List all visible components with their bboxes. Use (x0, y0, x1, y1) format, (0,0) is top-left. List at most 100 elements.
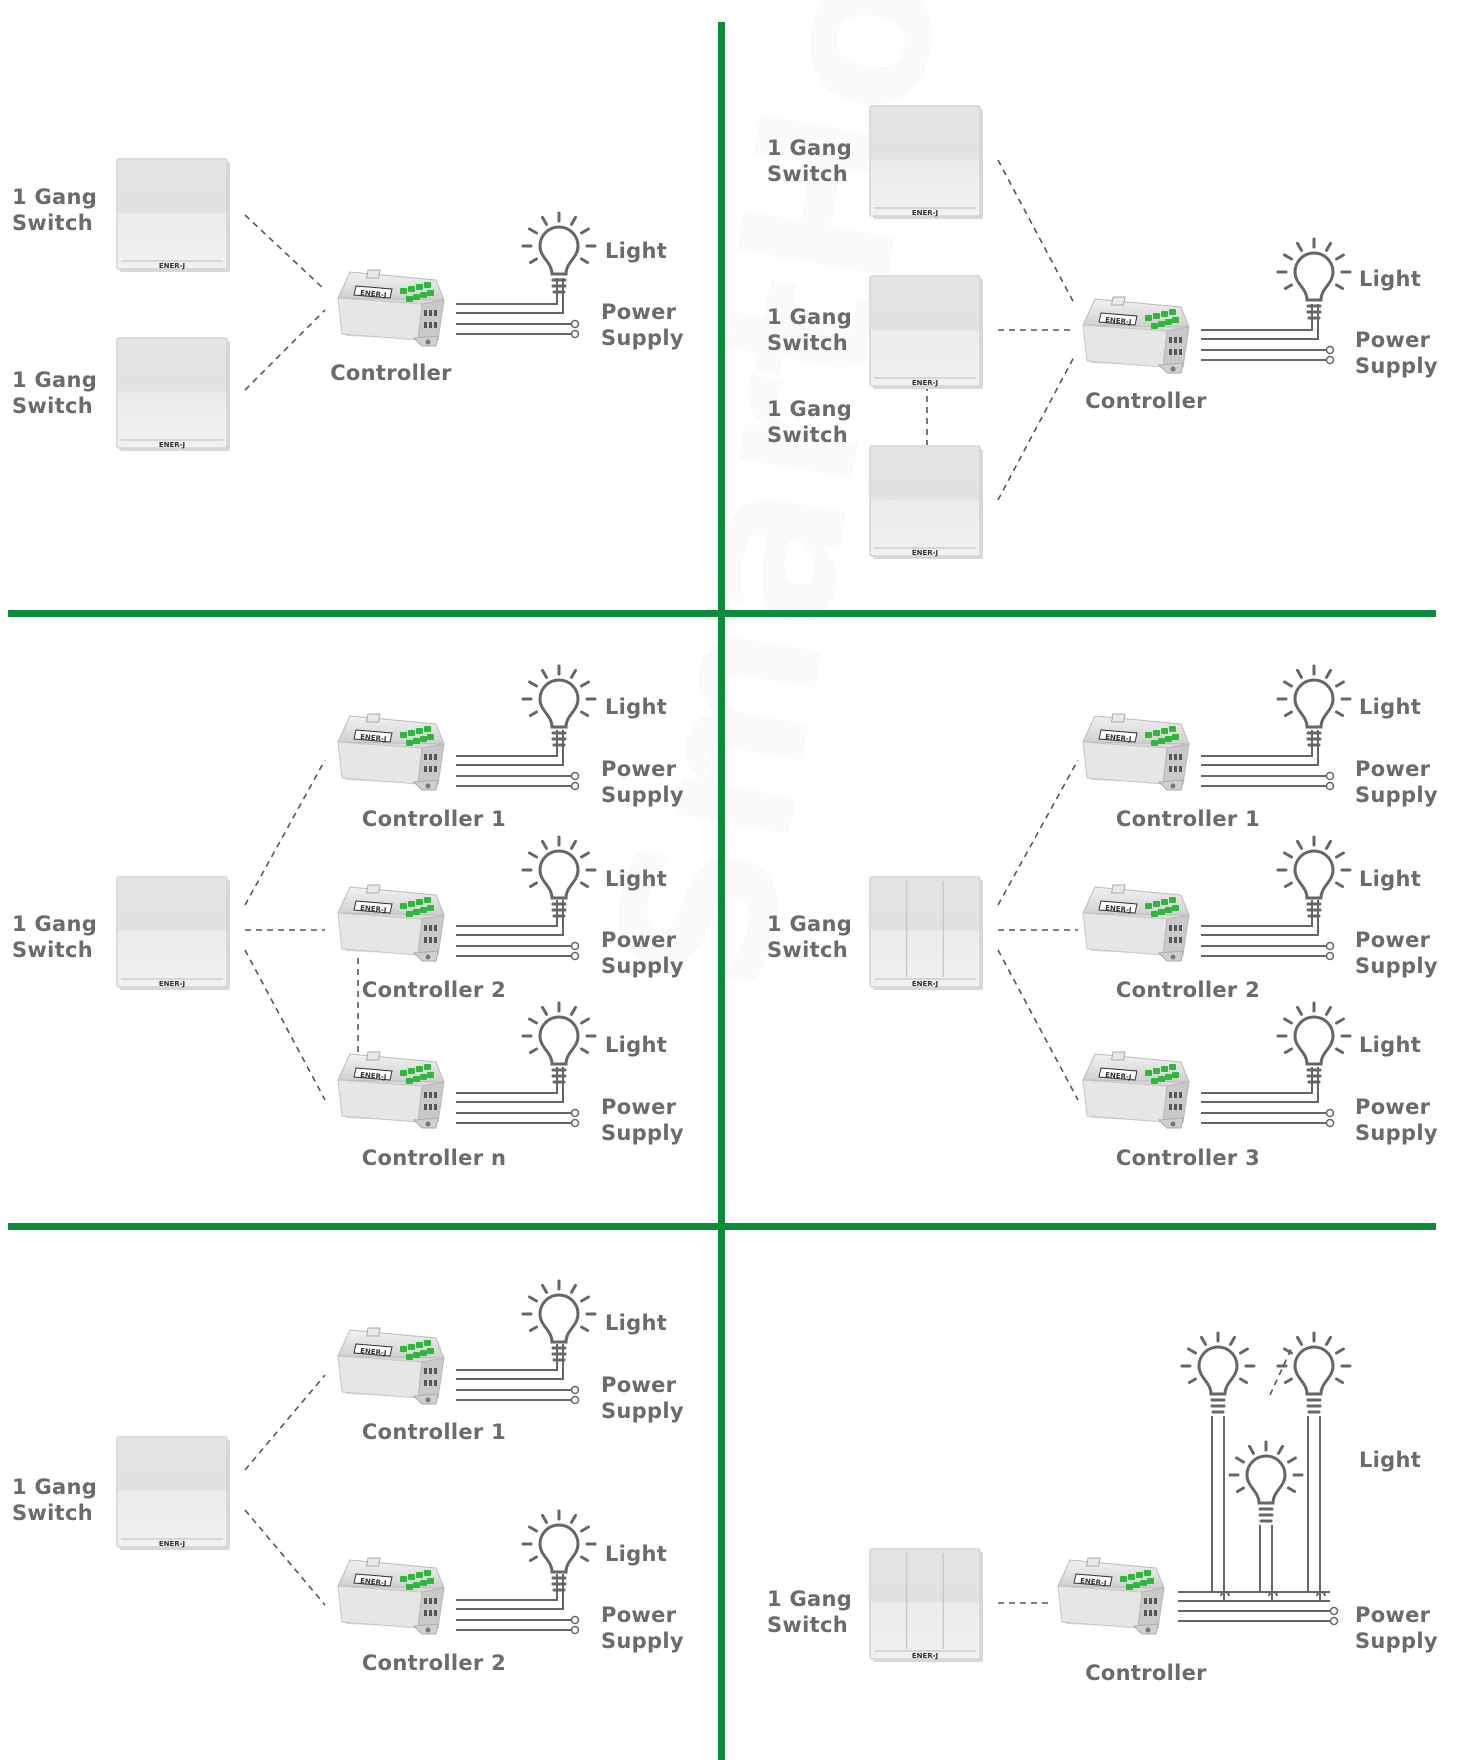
switch-brand-logo: ENER-J (159, 980, 185, 988)
wires-p5-2 (456, 1574, 580, 1635)
controller-brand-logo: ENER-J (360, 904, 387, 914)
bulb-p2 (1276, 237, 1352, 320)
controller-brand-logo: ENER-J (1105, 904, 1132, 914)
controller-label-p3-n: Controller n (362, 1146, 506, 1170)
switch-p2-middle: ENER-J (869, 275, 983, 389)
controller-p5-2: ENER-J (337, 1557, 445, 1635)
switch-p5: ENER-J (116, 1436, 230, 1550)
controller-brand-logo: ENER-J (1105, 733, 1132, 743)
controller-label-p4-1: Controller 1 (1116, 807, 1260, 831)
controller-led (1144, 1570, 1151, 1576)
controller-p2: ENER-J (1082, 296, 1190, 374)
controller-led (1145, 1070, 1152, 1076)
controller-led (416, 1342, 423, 1348)
wires-p5-1 (456, 1344, 580, 1405)
light-label-5: Light (1359, 695, 1421, 719)
controller-led (1161, 899, 1168, 905)
controller-led (400, 903, 407, 909)
controller-p1: ENER-J (337, 269, 445, 347)
controller-led (408, 730, 415, 736)
bulb-p6-2 (1276, 1331, 1352, 1414)
controller-brand-logo: ENER-J (1105, 1071, 1132, 1081)
controller-led (424, 1570, 431, 1576)
controller-led (424, 726, 431, 732)
controller-brand-logo: ENER-J (1080, 1577, 1107, 1587)
grid-dividers (8, 22, 1436, 1760)
switch-p2-bottom: ENER-J (869, 445, 983, 559)
controller-led (1153, 730, 1160, 736)
controller-led (400, 1576, 407, 1582)
vertical-divider (718, 22, 725, 1760)
bulb-p3-1 (521, 664, 597, 747)
controller-led (1145, 315, 1152, 321)
switch-p1-bottom: ENER-J (116, 337, 230, 451)
wires-p3-n (456, 1067, 580, 1128)
bulb-p1 (521, 211, 597, 294)
controller-p3-2: ENER-J (337, 884, 445, 962)
controller-led (416, 1066, 423, 1072)
wires-p3-2 (456, 900, 580, 961)
bulb-p4-2 (1276, 835, 1352, 918)
controller-brand-logo: ENER-J (360, 1347, 387, 1357)
controller-led (416, 1572, 423, 1578)
controller-label-p5-2: Controller 2 (362, 1651, 506, 1675)
switch-brand-logo: ENER-J (912, 549, 938, 557)
controller-label-p6: Controller (1085, 1661, 1207, 1685)
controller-led (424, 1340, 431, 1346)
controller-led (424, 897, 431, 903)
switch-brand-logo: ENER-J (912, 1652, 938, 1660)
controller-led (416, 728, 423, 734)
controller-led (424, 1064, 431, 1070)
controller-led (408, 1344, 415, 1350)
switch-p1-top: ENER-J (116, 158, 230, 272)
bulb-p3-n (521, 1001, 597, 1084)
light-label-4: Light (605, 1033, 667, 1057)
switch-p2-top: ENER-J (869, 105, 983, 219)
switch-brand-logo: ENER-J (912, 980, 938, 988)
bulb-p6-3 (1228, 1440, 1304, 1523)
controller-label-p1: Controller (330, 361, 452, 385)
light-label-2: Light (605, 695, 667, 719)
controller-led (1136, 1572, 1143, 1578)
controller-led (1153, 1068, 1160, 1074)
light-label-3: Light (605, 867, 667, 891)
wires-p4-2 (1201, 900, 1335, 961)
controller-led (1169, 1064, 1176, 1070)
wires-p2 (1201, 304, 1335, 365)
controller-led (400, 732, 407, 738)
light-label-9: Light (605, 1542, 667, 1566)
wires-p3-1 (456, 730, 580, 791)
controller-label-p3-2: Controller 2 (362, 978, 506, 1002)
light-label-0: Light (605, 239, 667, 263)
switch-p3: ENER-J (116, 876, 230, 990)
controller-label-p4-2: Controller 2 (1116, 978, 1260, 1002)
controller-brand-logo: ENER-J (360, 289, 387, 299)
controller-p3-1: ENER-J (337, 713, 445, 791)
bulb-p4-1 (1276, 664, 1352, 747)
controller-led (408, 1068, 415, 1074)
bulb-p5-2 (521, 1509, 597, 1592)
controller-led (1169, 726, 1176, 732)
controller-led (1153, 313, 1160, 319)
controller-label-p2: Controller (1085, 389, 1207, 413)
controller-led (1153, 901, 1160, 907)
controller-p4-1: ENER-J (1082, 713, 1190, 791)
controller-p6: ENER-J (1057, 1557, 1165, 1635)
switch-brand-logo: ENER-J (159, 1540, 185, 1548)
controller-led (1169, 309, 1176, 315)
light-label-7: Light (1359, 1033, 1421, 1057)
controller-p4-3: ENER-J (1082, 1051, 1190, 1129)
controller-led (424, 282, 431, 288)
